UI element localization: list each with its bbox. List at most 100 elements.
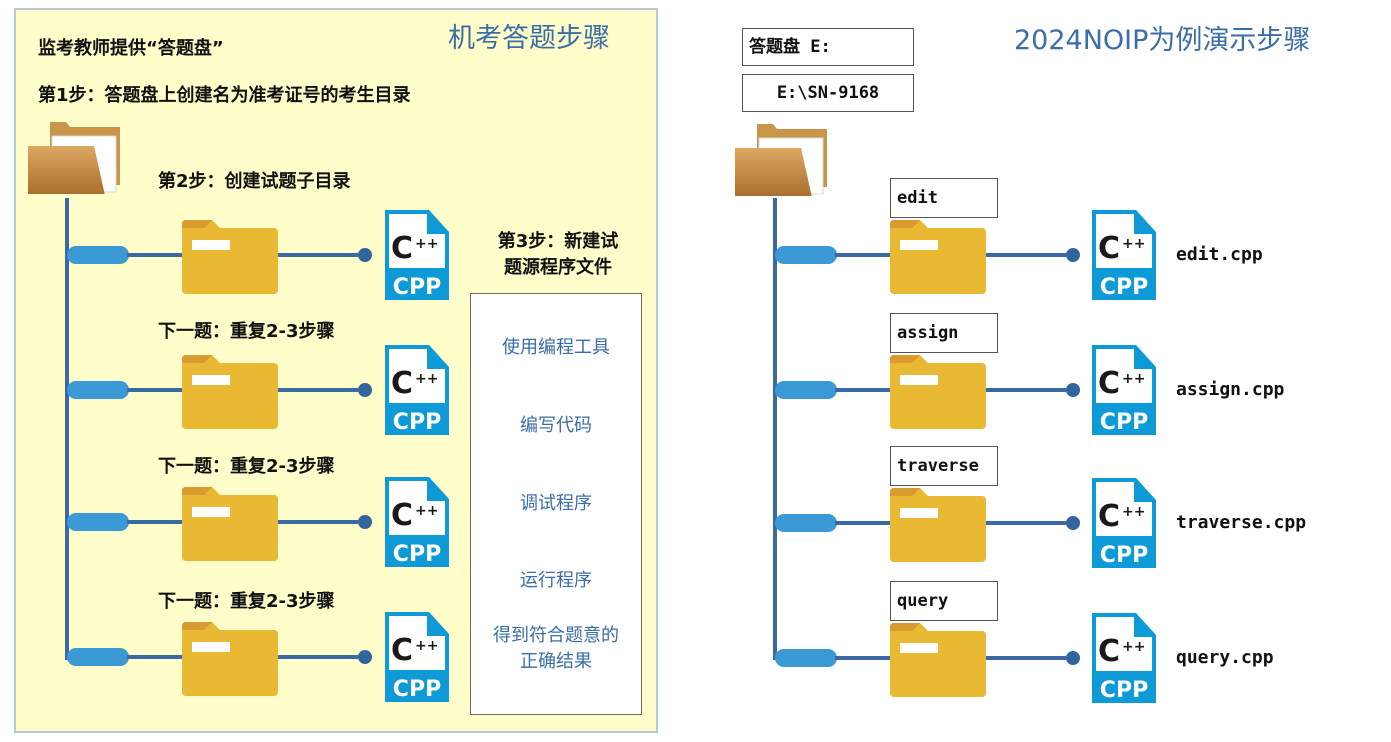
source-file-name: query.cpp bbox=[1176, 647, 1274, 668]
problem-folder-icon bbox=[182, 220, 278, 294]
branch-connector bbox=[775, 381, 837, 399]
branch-line bbox=[127, 520, 184, 524]
source-file-name: edit.cpp bbox=[1176, 244, 1263, 265]
svg-text:++: ++ bbox=[415, 503, 438, 519]
file-link-dot bbox=[1066, 248, 1080, 262]
svg-text:C: C bbox=[1098, 366, 1120, 401]
svg-text:CPP: CPP bbox=[1100, 275, 1148, 300]
branch-line bbox=[835, 388, 892, 392]
svg-text:++: ++ bbox=[1122, 236, 1145, 252]
problem-folder-icon bbox=[182, 622, 278, 696]
file-link-dot bbox=[1066, 516, 1080, 530]
branch-line bbox=[127, 253, 184, 257]
source-file-name: assign.cpp bbox=[1176, 379, 1285, 400]
problem-folder-icon bbox=[890, 355, 986, 429]
svg-text:C: C bbox=[391, 366, 413, 401]
file-link-line bbox=[278, 520, 358, 524]
next-problem-label: 下一题：重复2-3步骤 bbox=[158, 321, 335, 342]
action-result-line1: 得到符合题意的 bbox=[493, 625, 619, 646]
file-link-line bbox=[278, 388, 358, 392]
file-link-dot bbox=[358, 248, 372, 262]
svg-text:++: ++ bbox=[415, 638, 438, 654]
svg-text:CPP: CPP bbox=[393, 410, 441, 435]
branch-connector bbox=[67, 648, 129, 666]
svg-text:C: C bbox=[391, 231, 413, 266]
branch-connector bbox=[67, 381, 129, 399]
file-link-line bbox=[986, 656, 1066, 660]
action-write-code: 编写代码 bbox=[520, 415, 592, 436]
tree-trunk-line bbox=[65, 198, 69, 660]
file-link-line bbox=[986, 521, 1066, 525]
tree-trunk-line bbox=[773, 198, 777, 660]
action-run: 运行程序 bbox=[520, 570, 592, 591]
svg-text:++: ++ bbox=[1122, 504, 1145, 520]
svg-text:C: C bbox=[391, 633, 413, 668]
cpp-file-icon: C++ CPP bbox=[383, 610, 451, 704]
file-link-dot bbox=[358, 650, 372, 664]
source-file-name: traverse.cpp bbox=[1176, 512, 1307, 533]
svg-text:++: ++ bbox=[1122, 371, 1145, 387]
student-folder-icon bbox=[28, 118, 124, 202]
cpp-file-icon: C++ CPP bbox=[1090, 208, 1158, 302]
step3-line2: 题源程序文件 bbox=[504, 257, 612, 278]
svg-text:CPP: CPP bbox=[1100, 410, 1148, 435]
svg-text:CPP: CPP bbox=[1100, 543, 1148, 568]
problem-folder-icon bbox=[182, 355, 278, 429]
file-link-line bbox=[986, 253, 1066, 257]
problem-dir-label: traverse bbox=[890, 446, 998, 486]
step2-text: 第2步：创建试题子目录 bbox=[158, 171, 351, 192]
programming-actions-box: 使用编程工具 编写代码 调试程序 运行程序 得到符合题意的 正确结果 bbox=[470, 293, 642, 715]
action-debug: 调试程序 bbox=[520, 493, 592, 514]
step1-text: 第1步：答题盘上创建名为准考证号的考生目录 bbox=[38, 85, 411, 106]
branch-connector bbox=[67, 246, 129, 264]
svg-text:++: ++ bbox=[415, 371, 438, 387]
branch-line bbox=[127, 655, 184, 659]
branch-line bbox=[835, 521, 892, 525]
cpp-file-icon: C++ CPP bbox=[383, 208, 451, 302]
svg-text:CPP: CPP bbox=[1100, 678, 1148, 703]
file-link-dot bbox=[1066, 651, 1080, 665]
step3-text: 第3步：新建试 题源程序文件 bbox=[478, 229, 638, 281]
exam-steps-title: 机考答题步骤 bbox=[448, 23, 610, 54]
student-dir-path: E:\SN-9168 bbox=[742, 74, 914, 112]
problem-folder-icon bbox=[182, 487, 278, 561]
branch-connector bbox=[775, 246, 837, 264]
file-link-line bbox=[278, 253, 358, 257]
file-link-dot bbox=[1066, 383, 1080, 397]
branch-line bbox=[127, 388, 184, 392]
problem-dir-label: edit bbox=[890, 178, 998, 218]
student-folder-icon bbox=[735, 120, 831, 204]
intro-text: 监考教师提供“答题盘” bbox=[38, 38, 224, 59]
cpp-file-icon: C++ CPP bbox=[1090, 611, 1158, 705]
branch-line bbox=[835, 656, 892, 660]
svg-text:CPP: CPP bbox=[393, 542, 441, 567]
file-link-line bbox=[986, 388, 1066, 392]
demo-steps-title: 2024NOIP为例演示步骤 bbox=[1014, 25, 1311, 56]
branch-connector bbox=[775, 514, 837, 532]
answer-disk-label: 答题盘 E: bbox=[742, 28, 914, 66]
svg-text:C: C bbox=[1098, 634, 1120, 669]
next-problem-label: 下一题：重复2-3步骤 bbox=[158, 591, 335, 612]
svg-text:++: ++ bbox=[1122, 639, 1145, 655]
file-link-line bbox=[278, 655, 358, 659]
cpp-file-icon: C++ CPP bbox=[383, 343, 451, 437]
problem-dir-label: query bbox=[890, 581, 998, 621]
problem-folder-icon bbox=[890, 488, 986, 562]
svg-text:++: ++ bbox=[415, 236, 438, 252]
cpp-file-icon: C++ CPP bbox=[1090, 343, 1158, 437]
svg-text:C: C bbox=[1098, 231, 1120, 266]
problem-folder-icon bbox=[890, 623, 986, 697]
svg-text:C: C bbox=[391, 498, 413, 533]
cpp-file-icon: C++ CPP bbox=[1090, 476, 1158, 570]
branch-line bbox=[835, 253, 892, 257]
branch-connector bbox=[775, 649, 837, 667]
file-link-dot bbox=[358, 383, 372, 397]
svg-text:C: C bbox=[1098, 499, 1120, 534]
file-link-dot bbox=[358, 515, 372, 529]
problem-folder-icon bbox=[890, 220, 986, 294]
svg-text:CPP: CPP bbox=[393, 677, 441, 702]
action-result-line2: 正确结果 bbox=[520, 651, 592, 672]
step3-line1: 第3步：新建试 bbox=[497, 231, 619, 252]
svg-text:CPP: CPP bbox=[393, 275, 441, 300]
branch-connector bbox=[67, 513, 129, 531]
